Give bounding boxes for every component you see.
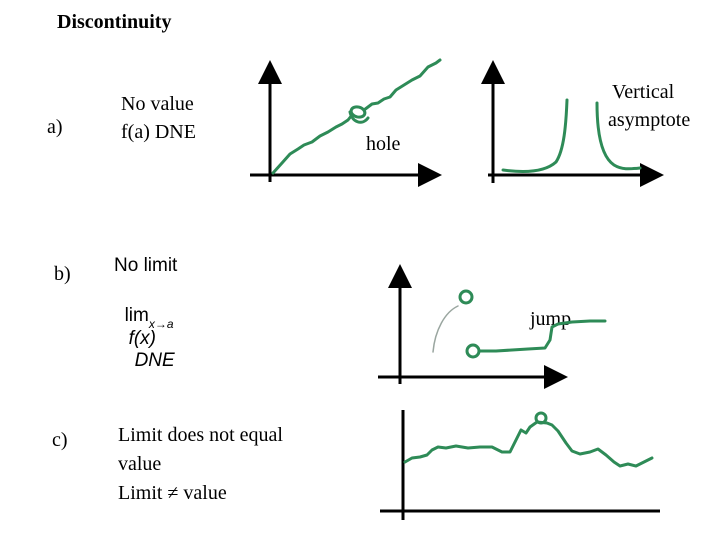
hole-scribble	[348, 110, 370, 124]
jump-thin-curve	[432, 305, 459, 353]
limit-expression: f(x)	[128, 327, 156, 349]
vertical-asymptote-label-1: Vertical	[612, 81, 675, 103]
asymptote-right-branch	[595, 101, 642, 171]
limit-graph-curve	[403, 411, 654, 468]
row-c-line-3: Limit ≠ value	[118, 482, 227, 504]
limit-curve	[403, 420, 654, 468]
jump-open-circle-top	[458, 289, 474, 305]
hole-curve-left	[271, 113, 354, 175]
limit-dne: DNE	[134, 350, 175, 372]
limit-symbol: lim	[124, 304, 149, 326]
jump-graph-axes	[378, 264, 568, 389]
hole-graph-axes	[250, 60, 442, 187]
asymptote-left-branch	[501, 98, 569, 173]
limit-graph-axes	[380, 410, 660, 520]
asymptote-graph-axes	[481, 60, 664, 187]
row-a-label: a)	[47, 116, 63, 138]
title: Discontinuity	[57, 11, 172, 33]
jump-open-circle-bottom	[465, 343, 481, 359]
vertical-asymptote-label-2: asymptote	[608, 109, 691, 131]
jump-curve	[478, 319, 607, 353]
limit-open-circle	[534, 411, 548, 425]
hole-graph-curve	[271, 58, 442, 175]
row-b-label: b)	[54, 263, 71, 285]
hole-circle	[349, 105, 367, 119]
jump-graph-curves	[432, 289, 607, 359]
hole-label: hole	[366, 133, 401, 155]
limit-formula: limx→a f(x) DNE	[114, 282, 175, 373]
row-c-line-1: Limit does not equal	[118, 424, 283, 446]
asymptote-curves	[501, 98, 642, 173]
hole-curve-right	[362, 58, 442, 112]
row-a-line-1: No value	[121, 93, 194, 115]
row-a-line-2: f(a) DNE	[121, 121, 196, 143]
row-c-line-2: value	[118, 453, 162, 475]
row-c-label: c)	[52, 429, 68, 451]
row-b-line-1: No limit	[114, 255, 178, 276]
limit-subscript: x→a	[148, 316, 174, 331]
